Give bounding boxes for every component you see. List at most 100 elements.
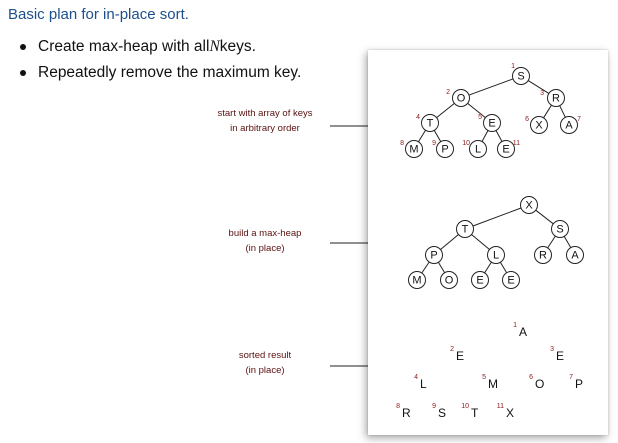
sorted-key: E bbox=[456, 349, 464, 363]
max-heap-node-label: T bbox=[462, 224, 469, 236]
bullet-dot-icon bbox=[20, 44, 26, 50]
max-heap-node-label: O bbox=[445, 275, 454, 287]
sorted-index: 11 bbox=[497, 403, 504, 410]
sorted-key: X bbox=[506, 406, 514, 420]
max-heap-edge bbox=[471, 234, 490, 250]
initial-heap-index: 11 bbox=[513, 140, 520, 147]
initial-heap-index: 9 bbox=[432, 140, 436, 147]
max-heap-node bbox=[456, 220, 474, 238]
caption-sorted: sorted result (in place) bbox=[200, 348, 330, 378]
max-heap-tree: X T S P L R A M O E E bbox=[408, 196, 584, 289]
max-heap-node-label: R bbox=[539, 250, 547, 262]
max-heap-node bbox=[520, 196, 538, 214]
sorted-key: M bbox=[488, 377, 498, 391]
initial-heap-edge bbox=[468, 78, 514, 96]
max-heap-edge bbox=[535, 209, 554, 225]
max-heap-node-label: P bbox=[430, 250, 437, 262]
sorted-key: P bbox=[575, 377, 583, 391]
initial-heap-index: 3 bbox=[540, 90, 544, 97]
bullet-item: Create max-heap with all N keys. bbox=[20, 34, 301, 60]
max-heap-edge bbox=[547, 235, 556, 249]
caption-start-line2: in arbitrary order bbox=[230, 123, 300, 134]
sorted-key: A bbox=[519, 325, 527, 339]
initial-heap-edge bbox=[436, 102, 455, 119]
sorted-index: 4 bbox=[414, 374, 418, 381]
sorted-key: L bbox=[420, 377, 427, 391]
bullet-item: Repeatedly remove the maximum key. bbox=[20, 60, 301, 86]
initial-heap-index: 2 bbox=[446, 89, 450, 96]
max-heap-node-label: S bbox=[556, 224, 563, 236]
max-heap-edge bbox=[472, 207, 522, 227]
max-heap-node bbox=[566, 246, 584, 264]
sorted-index: 5 bbox=[482, 374, 486, 381]
bullet-text-post: keys. bbox=[219, 38, 256, 55]
initial-heap-node bbox=[436, 140, 454, 158]
initial-heap-node bbox=[547, 89, 565, 107]
initial-heap-index: 5 bbox=[478, 114, 482, 121]
initial-heap-node-label: E bbox=[502, 144, 509, 156]
max-heap-edge bbox=[484, 261, 492, 274]
initial-heap-node-label: T bbox=[427, 118, 434, 130]
bullet-text-pre: Create max-heap with all bbox=[38, 38, 210, 55]
max-heap-node bbox=[408, 271, 426, 289]
initial-heap-node-label: L bbox=[475, 144, 481, 156]
max-heap-node bbox=[471, 271, 489, 289]
initial-heap-node bbox=[530, 116, 548, 134]
initial-heap-edge bbox=[527, 80, 550, 94]
caption-start: start with array of keys in arbitrary or… bbox=[200, 106, 330, 136]
slide-title: Basic plan for in-place sort. bbox=[8, 6, 189, 23]
initial-heap-edge bbox=[433, 130, 442, 142]
bullet-text-pre: Repeatedly remove the maximum key. bbox=[38, 64, 302, 81]
max-heap-edge bbox=[437, 262, 446, 273]
sorted-index: 6 bbox=[529, 374, 533, 381]
max-heap-node bbox=[502, 271, 520, 289]
bullet-list: Create max-heap with all N keys. Repeate… bbox=[20, 34, 301, 86]
max-heap-edge bbox=[440, 234, 459, 250]
sorted-index: 2 bbox=[450, 346, 454, 353]
max-heap-node-label: E bbox=[476, 275, 483, 287]
initial-heap-node bbox=[497, 140, 515, 158]
sorted-index: 9 bbox=[432, 403, 436, 410]
initial-heap-node bbox=[452, 89, 470, 107]
initial-heap-node-label: A bbox=[565, 120, 573, 132]
initial-heap-node-label: X bbox=[535, 120, 543, 132]
initial-heap-index: 1 bbox=[511, 63, 515, 70]
caption-sorted-line1: sorted result bbox=[238, 350, 292, 361]
initial-heap-edge bbox=[418, 129, 426, 143]
max-heap-node-label: X bbox=[525, 200, 533, 212]
initial-heap-node bbox=[405, 140, 423, 158]
max-heap-node-label: A bbox=[571, 250, 579, 262]
initial-heap-edge bbox=[481, 130, 489, 142]
caption-build: build a max-heap (in place) bbox=[200, 226, 330, 256]
sorted-index: 7 bbox=[569, 374, 573, 381]
initial-heap-node-label: S bbox=[517, 71, 524, 83]
sorted-index: 8 bbox=[396, 403, 400, 410]
caption-start-line1: start with array of keys bbox=[217, 108, 313, 119]
max-heap-edge bbox=[421, 261, 430, 274]
initial-heap-node bbox=[560, 116, 578, 134]
initial-heap-node-label: M bbox=[409, 144, 418, 156]
caption-build-line1: build a max-heap bbox=[228, 228, 302, 239]
initial-heap-edge bbox=[559, 105, 566, 118]
max-heap-edge bbox=[563, 236, 572, 248]
sorted-index: 1 bbox=[513, 322, 517, 329]
initial-heap-index: 7 bbox=[577, 116, 581, 123]
max-heap-node bbox=[534, 246, 552, 264]
max-heap-node-label: M bbox=[412, 275, 421, 287]
initial-heap-index: 8 bbox=[400, 140, 404, 147]
initial-heap-node bbox=[512, 67, 530, 85]
caption-sorted-line2: (in place) bbox=[245, 365, 285, 376]
sorted-key: R bbox=[402, 406, 411, 420]
initial-heap-node bbox=[469, 140, 487, 158]
caption-build-line2: (in place) bbox=[245, 243, 285, 254]
initial-heap-node bbox=[483, 114, 501, 132]
initial-heap-node-label: P bbox=[441, 144, 448, 156]
initial-heap-edge bbox=[543, 104, 552, 119]
bullet-dot-icon bbox=[20, 70, 26, 76]
sorted-key: S bbox=[438, 406, 446, 420]
max-heap-node bbox=[551, 220, 569, 238]
max-heap-node-label: L bbox=[493, 250, 499, 262]
max-heap-edge bbox=[499, 262, 508, 273]
max-heap-node-label: E bbox=[507, 275, 514, 287]
